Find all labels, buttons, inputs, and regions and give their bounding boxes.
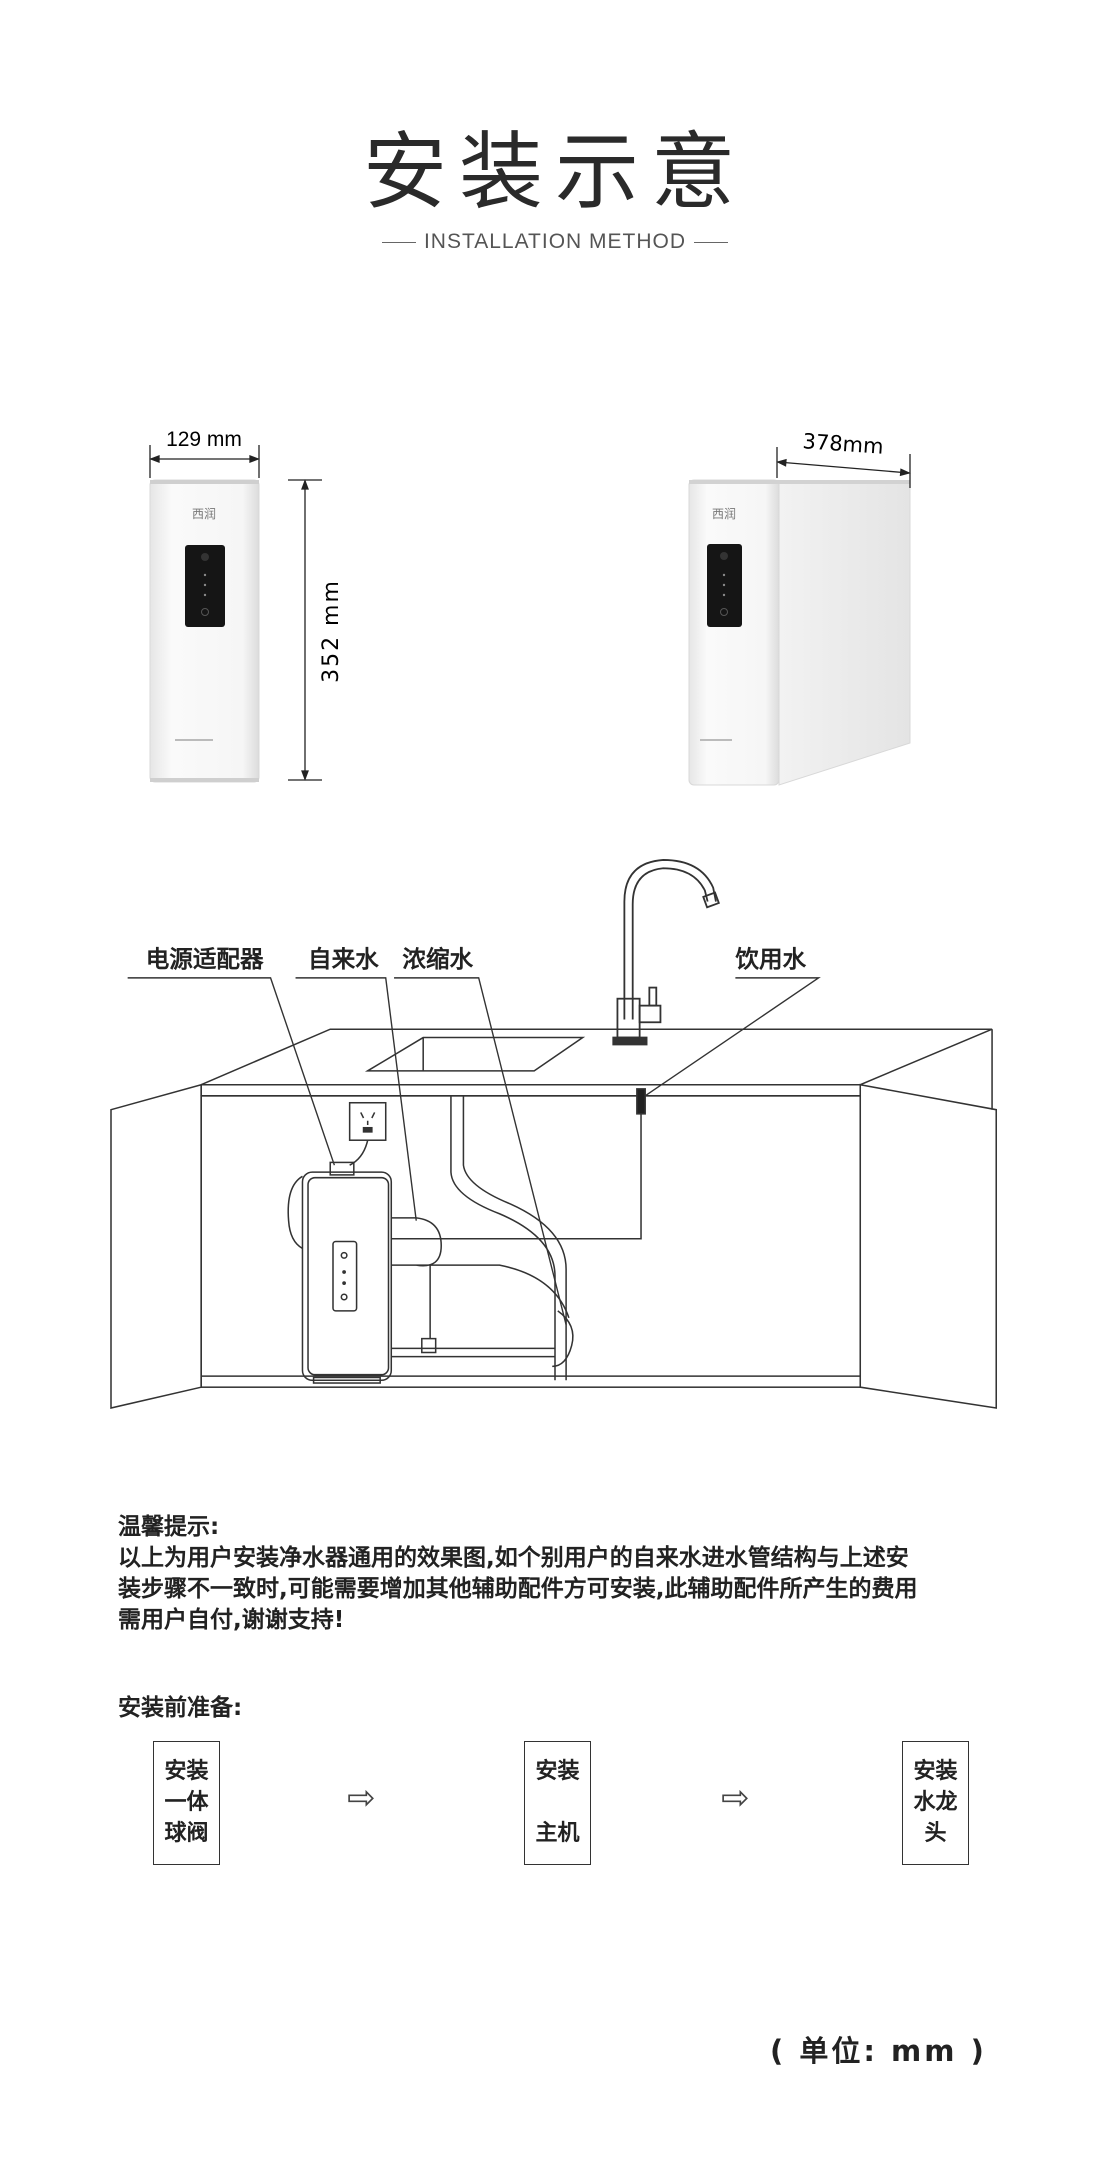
step-spacer	[525, 1787, 590, 1818]
preparation-heading: 安装前准备:	[118, 1695, 243, 1721]
arrow-right-icon: ⇨	[347, 1778, 376, 1818]
installation-diagram: 电源适配器 自来水 浓缩水 饮用水	[110, 859, 997, 1409]
tips-section: 温馨提示: 以上为用户安装净水器通用的效果图,如个别用户的自来水进水管结构与上述…	[118, 1512, 1018, 1636]
step-text: 安装	[913, 1759, 958, 1784]
height-label: 352 mm	[319, 579, 344, 683]
step-text: 安装	[535, 1759, 580, 1784]
height-dimension	[288, 479, 322, 781]
label-tap-water: 自来水	[308, 945, 379, 973]
page-subtitle: INSTALLATION METHOD	[0, 230, 1110, 254]
product-logo: 西润	[192, 507, 216, 521]
step-text: 水龙	[913, 1790, 958, 1815]
pipes	[391, 1088, 646, 1381]
step-text: 头	[924, 1821, 947, 1846]
product-dimensions-figure: 西润 129 mm 352 mm 西润 378mm	[149, 428, 911, 786]
width-dimension	[149, 445, 260, 478]
depth-dimension	[776, 447, 911, 488]
divider	[381, 241, 416, 243]
tips-line: 需用户自付,谢谢支持!	[118, 1607, 345, 1633]
right-door	[859, 1083, 997, 1409]
depth-label: 378mm	[802, 429, 884, 459]
label-concentrate-water: 浓缩水	[402, 945, 473, 973]
subtitle-text: INSTALLATION METHOD	[423, 230, 687, 253]
product-logo: 西润	[712, 507, 736, 521]
label-drinking-water: 饮用水	[734, 945, 806, 973]
tips-heading: 温馨提示:	[118, 1514, 220, 1540]
divider	[694, 241, 729, 243]
step-text: 安装	[164, 1759, 209, 1784]
step-install-ball-valve: 安装 一体 球阀	[153, 1741, 220, 1865]
power-outlet	[348, 1101, 387, 1166]
step-text: 球阀	[164, 1821, 209, 1846]
power-adapter	[329, 1161, 355, 1176]
faucet	[612, 859, 720, 1046]
product-front-view: 西润	[149, 479, 260, 783]
arrow-right-icon: ⇨	[721, 1778, 750, 1818]
page-title: 安装示意	[362, 123, 747, 221]
step-install-faucet: 安装 水龙 头	[902, 1741, 969, 1865]
step-text: 主机	[535, 1821, 580, 1846]
sink	[364, 1036, 586, 1072]
product-side-view: 西润	[688, 479, 911, 786]
step-install-host: 安装 主机	[524, 1741, 591, 1865]
cabinet	[110, 1028, 997, 1409]
step-text: 一体	[164, 1790, 209, 1815]
left-door	[110, 1083, 202, 1409]
tips-line: 以上为用户安装净水器通用的效果图,如个别用户的自来水进水管结构与上述安	[118, 1545, 909, 1571]
width-label: 129 mm	[166, 428, 242, 451]
tips-line: 装步骤不一致时,可能需要增加其他辅助配件方可安装,此辅助配件所产生的费用	[118, 1576, 918, 1602]
water-purifier	[287, 1161, 393, 1384]
unit-note: ( 单位: mm )	[770, 2034, 987, 2068]
label-power-adapter: 电源适配器	[146, 945, 264, 973]
label-leaders	[127, 977, 821, 1325]
